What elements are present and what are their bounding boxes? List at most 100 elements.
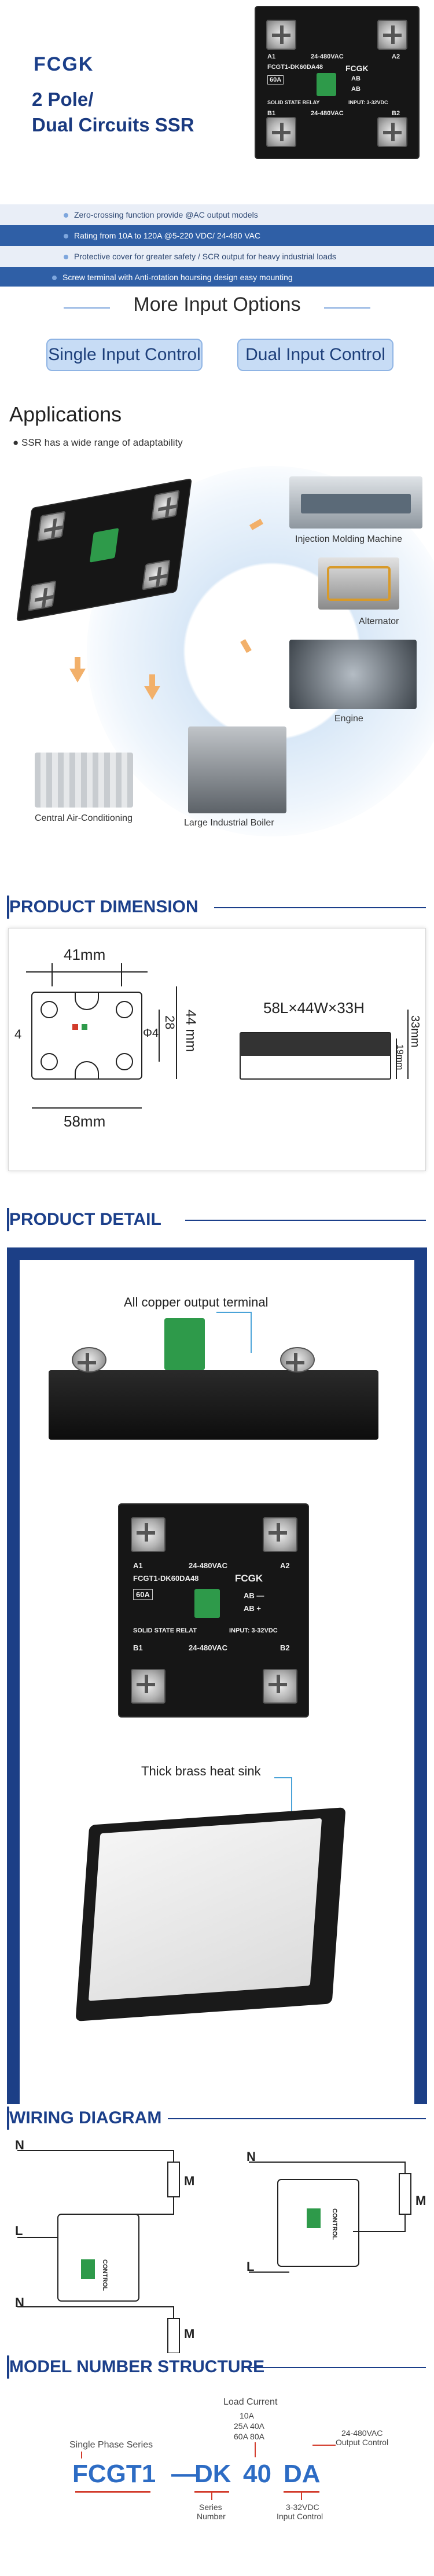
engine-caption: Engine (334, 714, 363, 724)
code-dash: — (171, 2460, 197, 2488)
feature-item: Rating from 10A to 120A @5-220 VDC/ 24-4… (0, 225, 434, 246)
alternator-caption: Alternator (359, 617, 399, 626)
label-ssr: SOLID STATE RELAT (133, 1627, 197, 1634)
features-ribbons: Zero-crossing function provide @AC outpu… (0, 194, 434, 287)
label-model: FCGT1-DK60DA48 (267, 64, 323, 71)
terminal-icon (151, 490, 180, 521)
header-line (168, 2118, 426, 2119)
model-section: MODEL NUMBER STRUCTURE Load Current 10A … (0, 2353, 434, 2562)
feature-item: Screw terminal with Anti-rotation hoursi… (0, 267, 434, 287)
hero-title: 2 Pole/ Dual Circuits SSR (32, 87, 194, 138)
control-label: CONTROL (101, 2259, 108, 2291)
feature-item: Protective cover for greater safety / SC… (0, 246, 434, 267)
terminal-b2-icon (377, 117, 407, 147)
machine-body (301, 494, 411, 513)
control-terminal-icon (89, 527, 119, 563)
arrow-icon (144, 686, 160, 700)
underline (284, 2491, 319, 2493)
dim-size: 58L×44W×33H (263, 999, 365, 1017)
label-b1: B1 (267, 110, 276, 117)
label-b1: B1 (133, 1643, 143, 1652)
terminal-a2-icon (377, 20, 407, 50)
label-a1: A1 (267, 53, 276, 60)
dim-height-19: 19mm (395, 1044, 404, 1070)
applications-title: Applications (9, 402, 122, 426)
control-terminal-icon (164, 1318, 205, 1370)
applications-section: Applications ● SSR has a wide range of a… (0, 402, 434, 889)
code-40: 40 (243, 2460, 271, 2488)
terminal-b2-icon (263, 1669, 297, 1704)
label-input: INPUT: 3-32VDC (229, 1627, 278, 1634)
terminal-b1-icon (266, 117, 296, 147)
applications-bullet: ● SSR has a wide range of adaptability (13, 437, 183, 448)
feature-text: Rating from 10A to 120A @5-220 VDC/ 24-4… (74, 231, 261, 240)
terminal-icon (37, 511, 66, 542)
feature-item: Zero-crossing function provide @AC outpu… (0, 204, 434, 225)
wiring-svg (17, 2150, 411, 2353)
terminal-icon (27, 580, 57, 612)
label-voltage-top: 24-480VAC (189, 1561, 227, 1570)
label-ab-minus: AB (351, 75, 361, 82)
hero-section: FCGK 2 Pole/ Dual Circuits SSR A1 24-480… (0, 0, 434, 194)
hero-title-line1: 2 Pole/ (32, 89, 94, 110)
bullet-icon (64, 234, 68, 239)
model-header: MODEL NUMBER STRUCTURE (6, 2355, 264, 2379)
label-voltage-bottom: 24-480VAC (189, 1643, 227, 1652)
label-rating: 60A (267, 75, 284, 85)
led-green-icon (82, 1024, 87, 1030)
motor-label-m3: M (415, 2193, 426, 2208)
dimension-header: PRODUCT DIMENSION (7, 896, 198, 919)
connector-line (211, 2492, 212, 2500)
wiring-section: WIRING DIAGRAM N L N M M N L M CONTROL C… (0, 2104, 434, 2353)
dim-height-28: 28 (163, 1015, 177, 1030)
label-ab-plus: AB + (244, 1604, 261, 1613)
wire-label-n2: N (15, 2295, 24, 2310)
wire-label-n: N (15, 2138, 24, 2152)
copper-caption: All copper output terminal (124, 1295, 269, 1309)
output-voltage-label: 24-480VAC (341, 2428, 383, 2438)
industrial-boiler-image (188, 726, 286, 813)
more-input-title: More Input Options (133, 293, 301, 315)
label-a1: A1 (133, 1561, 143, 1570)
terminal-a1-icon (131, 1517, 165, 1552)
detail-panel: All copper output terminal A1 24-480VAC … (20, 1260, 414, 2104)
label-ssr: SOLID STATE RELAY (267, 100, 320, 105)
dim-width-41: 41mm (64, 946, 106, 963)
load-current-label: Load Current (223, 2397, 278, 2407)
single-phase-label: Single Phase Series (69, 2440, 153, 2450)
side-view-cover (240, 1033, 391, 1056)
detail-frame: All copper output terminal A1 24-480VAC … (7, 1247, 427, 2104)
dual-input-button[interactable]: Dual Input Control (237, 339, 393, 371)
side-view-image (49, 1370, 378, 1440)
applications-bullet-text: SSR has a wide range of adaptability (21, 437, 183, 448)
led-red-icon (72, 1024, 78, 1030)
header-line (243, 2367, 426, 2368)
detail-section: PRODUCT DETAIL All copper output termina… (0, 1201, 434, 2104)
code-fcgt: FCGT1 (72, 2460, 156, 2488)
feature-text: Protective cover for greater safety / SC… (74, 252, 336, 261)
engine-image (289, 640, 417, 709)
current-option-1: 10A (240, 2411, 254, 2420)
label-voltage-top: 24-480VAC (311, 53, 344, 60)
single-input-button[interactable]: Single Input Control (46, 339, 203, 371)
air-conditioning-caption: Central Air-Conditioning (35, 813, 133, 823)
front-device-image: A1 24-480VAC A2 FCGT1-DK60DA48 FCGK 60A … (118, 1503, 309, 1718)
label-a2: A2 (392, 53, 400, 60)
terminal-a1-icon (266, 20, 296, 50)
dim-height-33: 33mm (409, 1015, 421, 1048)
label-rating: 60A (133, 1589, 153, 1600)
label-voltage-bottom: 24-480VAC (311, 110, 344, 117)
wire-label-l2: L (247, 2259, 255, 2274)
underline (194, 2491, 229, 2493)
dimension-section: PRODUCT DIMENSION 41mm 5 (0, 889, 434, 1201)
output-control-label: Output Control (336, 2438, 389, 2447)
label-device-brand: FCGK (235, 1573, 263, 1584)
callout-line (274, 1777, 292, 1822)
motor-label-m: M (184, 2174, 195, 2188)
feature-text: Zero-crossing function provide @AC outpu… (74, 210, 258, 219)
series-label: Series (199, 2502, 222, 2512)
dim-hole: Φ4 (143, 1027, 159, 1040)
arrow-icon (75, 657, 80, 670)
heatsink-plate (88, 1818, 322, 2001)
bullet-icon (64, 255, 68, 260)
